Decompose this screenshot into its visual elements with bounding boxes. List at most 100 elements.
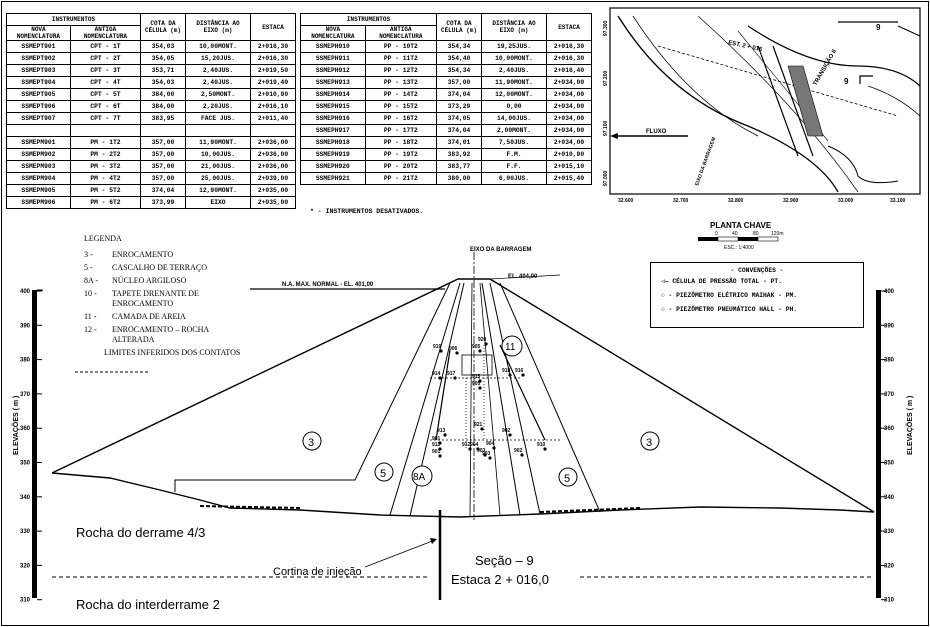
table-cell: 2+019,40	[250, 76, 296, 89]
col-old: ANTIGA NOMENCLATURA	[69, 25, 142, 41]
group-header: INSTRUMENTOS	[6, 13, 141, 26]
table-cell	[140, 124, 186, 137]
table-cell: 373,99	[140, 196, 186, 209]
table-cell: SSMEPH919	[300, 148, 366, 161]
table-cell: SSMEPH921	[300, 172, 366, 185]
table-cell: 2+016,30	[250, 40, 296, 53]
col-new: NOVA NOMENCLATURA	[6, 25, 71, 41]
table-cell: PP - 21T2	[364, 172, 438, 185]
legend-value: ENROCAMENTO – ROCHA ALTERADA	[112, 325, 209, 344]
map-label-est: EST. 2 + 016	[728, 40, 764, 53]
table-cell: SSMEPT903	[6, 64, 71, 77]
col-cota: COTA DA CÉLULA (m)	[436, 13, 482, 41]
table-cell: 21,00JUS.	[185, 160, 251, 173]
table-cell: 25,00JUS.	[185, 172, 251, 185]
table-cell: SSMEPM901	[6, 136, 71, 149]
table-cell: 2+015,10	[546, 160, 592, 173]
instruments-table-left: INSTRUMENTOS COTA DA CÉLULA (m) DISTÂNCI…	[6, 13, 296, 209]
table-cell: SSMEPT902	[6, 52, 71, 65]
map-label-section-bottom: 9	[844, 77, 849, 86]
table-cell: SSMEPM905	[6, 184, 71, 197]
table-cell: SSMEPH914	[300, 88, 366, 101]
table-cell: 2,40JUS.	[481, 64, 547, 77]
table-cell	[185, 124, 251, 137]
table-cell: 2+015,40	[546, 172, 592, 185]
table-cell: 11,90MONT.	[481, 76, 547, 89]
legend-key: 12 -	[84, 325, 97, 334]
x-tick: 32.800	[728, 198, 744, 204]
table-cell: 12,90MONT.	[185, 184, 251, 197]
table-cell: 374,01	[436, 136, 482, 149]
convention-pt: ◁— CÉLULA DE PRESSÃO TOTAL - PT.	[661, 278, 782, 285]
table-cell: PM - 1T2	[69, 136, 142, 149]
table-row	[6, 124, 296, 137]
scale-caption: ESC.: 1:4000	[724, 245, 754, 251]
table-cell: PP - 18T2	[364, 136, 438, 149]
table-cell: 2+034,00	[546, 124, 592, 137]
table-cell: 354,34	[436, 40, 482, 53]
legend-item: 12 - ENROCAMENTO – ROCHA ALTERADA	[84, 325, 244, 345]
col-dist: DISTÂNCIA AO EIXO (m)	[185, 13, 251, 41]
col-old: ANTIGA NOMENCLATURA	[364, 25, 438, 41]
table-cell: 6,00JUS.	[481, 172, 547, 185]
table-cell: 10,00MONT.	[185, 40, 251, 53]
col-new: NOVA NOMENCLATURA	[300, 25, 366, 41]
legend-value: CAMADA DE AREIA	[112, 312, 186, 321]
table-cell: 10,00JUS.	[185, 148, 251, 161]
planta-title: PLANTA CHAVE	[710, 221, 772, 230]
table-cell: SSMEPT906	[6, 100, 71, 113]
table-cell: 2,20JUS.	[185, 100, 251, 113]
x-tick: 32.700	[673, 198, 689, 204]
table-cell: SSMEPH917	[300, 124, 366, 137]
x-tick: 33.100	[890, 198, 906, 204]
planta-chave-map: EST. 2 + 016 TRANSIÇÃO II FLUXO EIXO DA …	[603, 7, 921, 251]
table-cell: 0,00	[481, 100, 547, 113]
scale-tick: 0	[715, 231, 718, 237]
table-cell: SSMEPH913	[300, 76, 366, 89]
table-cell: 2+016,30	[546, 40, 592, 53]
table-cell: PP - 14T2	[364, 88, 438, 101]
instruments-table-right: INSTRUMENTOS COTA DA CÉLULA (m) DISTÂNCI…	[300, 13, 592, 185]
table-cell: 14,00JUS.	[481, 112, 547, 125]
table-cell: 2+036,00	[250, 136, 296, 149]
table-cell: PP - 17T2	[364, 124, 438, 137]
table-cell: CPT - 4T	[69, 76, 142, 89]
legend-value: NÚCLEO ARGILOSO	[112, 276, 187, 285]
table-cell: 2+034,00	[546, 112, 592, 125]
table-cell: SSMEPM906	[6, 196, 71, 209]
table-cell: EIXO	[185, 196, 251, 209]
table-cell: 2,40JUS.	[185, 64, 251, 77]
table-cell	[69, 124, 142, 137]
table-cell: 374,05	[436, 112, 482, 125]
table-cell: 383,77	[436, 160, 482, 173]
legend-value: TAPETE DRENANTE DE ENROCAMENTO	[112, 289, 199, 308]
table-cell: PM - 4T2	[69, 172, 142, 185]
table-cell: FACE JUS.	[185, 112, 251, 125]
table-cell: 2+016,30	[546, 52, 592, 65]
legend-item: 8A -NÚCLEO ARGILOSO	[84, 276, 244, 286]
table-cell: 354,05	[140, 52, 186, 65]
scale-bar: 0 40 80 120m ESC.: 1:4000	[698, 231, 784, 251]
legend-key: 10 -	[84, 289, 97, 298]
y-tick: 97.200	[603, 70, 609, 86]
table-cell: 2+035,00	[250, 196, 296, 209]
table-cell: 384,00	[140, 100, 186, 113]
table-cell: PP - 15T2	[364, 100, 438, 113]
table-cell: PP - 19T2	[364, 148, 438, 161]
table-cell: 2+010,90	[250, 88, 296, 101]
table-cell: 11,90MONT.	[185, 136, 251, 149]
